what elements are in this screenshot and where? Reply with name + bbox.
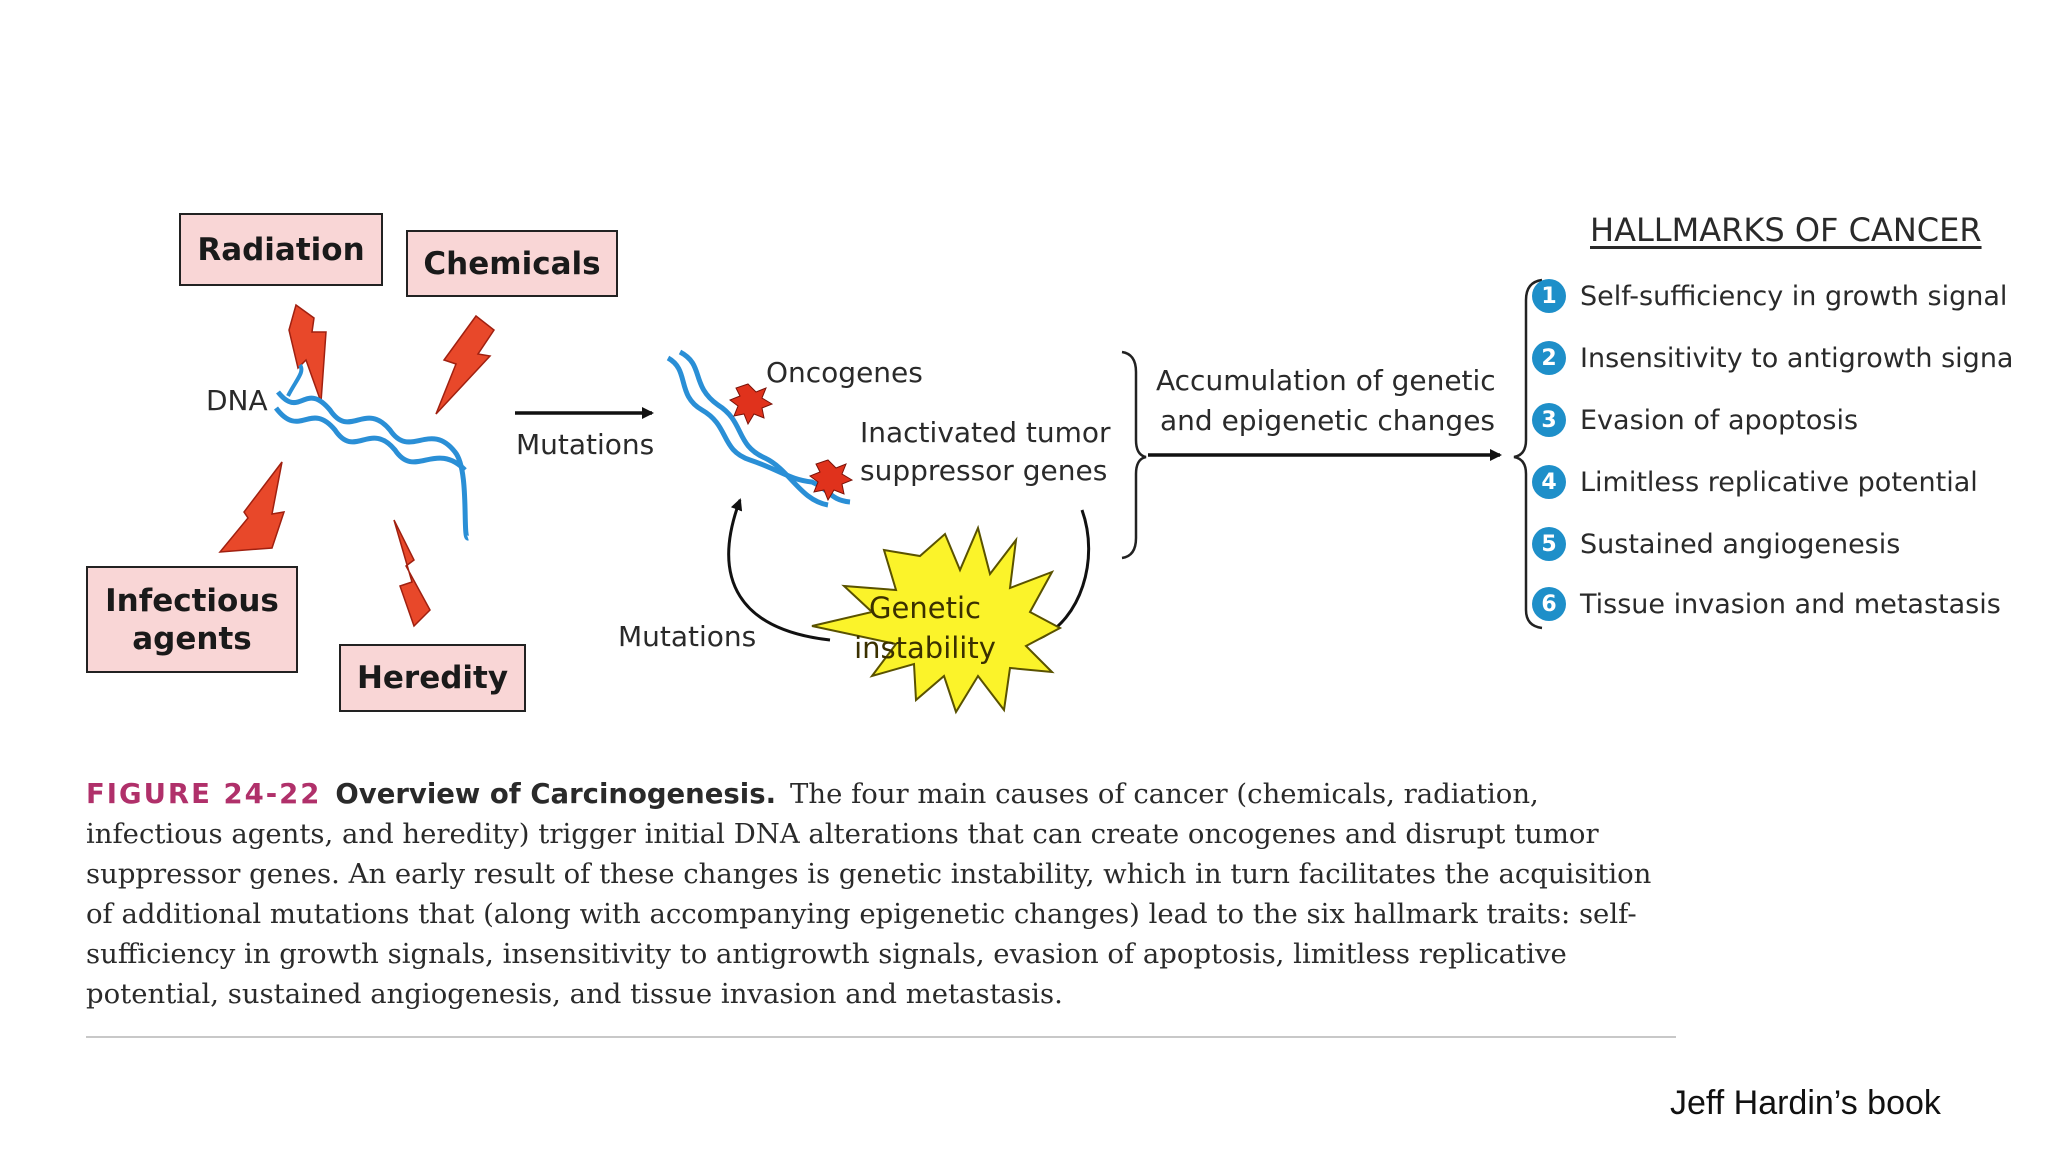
number-6-icon: 6 — [1532, 587, 1566, 621]
number-4-icon: 4 — [1532, 465, 1566, 499]
figure-caption: FIGURE 24-22 Overview of Carcinogenesis.T… — [86, 774, 1676, 1014]
mutations-label-bottom: Mutations — [618, 620, 757, 653]
number-1-icon: 1 — [1532, 279, 1566, 313]
radiation-label: Radiation — [197, 231, 365, 268]
hallmark-text: Limitless replicative potential — [1580, 466, 1978, 498]
chemicals-label: Chemicals — [423, 245, 601, 282]
heredity-label: Heredity — [356, 660, 509, 696]
accumulation-label-line2: and epigenetic changes — [1160, 404, 1496, 437]
hallmark-text: Self-sufficiency in growth signal — [1580, 280, 2008, 312]
tumor-suppressor-mutation-spot — [808, 459, 854, 502]
genetic-instability-label: Genetic instability — [854, 591, 996, 665]
hallmark-item: 6 Tissue invasion and metastasis — [1532, 582, 2001, 622]
hallmarks-title: HALLMARKS OF CANCER — [1590, 211, 1982, 249]
caption-divider — [86, 1036, 1676, 1038]
figure-title: Overview of Carcinogenesis. — [335, 778, 777, 810]
feedback-mutations-arrow — [727, 498, 831, 642]
caption-text: The four main causes of cancer (chemical… — [86, 778, 1652, 1010]
hallmark-text: Evasion of apoptosis — [1580, 404, 1859, 436]
accumulation-brace — [1121, 350, 1147, 560]
hallmark-text: Insensitivity to antigrowth signa — [1580, 342, 2012, 374]
genetic-instability-burst — [811, 524, 1063, 715]
infectious-agents-box: Infectious agents — [86, 566, 298, 673]
figure-number: FIGURE 24-22 — [86, 778, 322, 810]
oncogenes-label: Oncogenes — [766, 356, 923, 389]
hallmark-text: Tissue invasion and metastasis — [1580, 588, 2001, 620]
accumulation-label-line1: Accumulation of genetic — [1156, 364, 1496, 397]
radiation-box: Radiation — [179, 213, 383, 286]
hallmarks-list: 1 Self-sufficiency in growth signal 2 In… — [1532, 272, 2012, 622]
chemicals-lightning-bolt — [435, 314, 496, 415]
oncogene-mutation-spot — [728, 383, 774, 426]
dna-label: DNA — [206, 384, 268, 417]
hallmark-item: 4 Limitless replicative potential — [1532, 460, 1978, 504]
number-5-icon: 5 — [1532, 527, 1566, 561]
mutations-label-top: Mutations — [516, 428, 655, 461]
hallmark-item: 2 Insensitivity to antigrowth signa — [1532, 336, 2012, 380]
number-3-icon: 3 — [1532, 403, 1566, 437]
hallmark-item: 5 Sustained angiogenesis — [1532, 522, 1900, 566]
dna-double-helix — [274, 363, 471, 541]
number-2-icon: 2 — [1532, 341, 1566, 375]
infectious-lightning-bolt — [218, 461, 286, 553]
suppressor-genes-label: suppressor genes — [860, 454, 1108, 487]
chemicals-box: Chemicals — [406, 230, 618, 297]
hallmark-item: 3 Evasion of apoptosis — [1532, 398, 1858, 442]
heredity-lightning-bolt — [393, 519, 431, 628]
hallmark-text: Sustained angiogenesis — [1580, 528, 1901, 560]
heredity-box: Heredity — [339, 644, 526, 712]
hallmark-item: 1 Self-sufficiency in growth signal — [1532, 274, 2007, 318]
source-credit: Jeff Hardin’s book — [1670, 1084, 1941, 1122]
hallmarks-brace — [1513, 278, 1543, 630]
infectious-agents-label: Infectious agents — [105, 582, 279, 657]
inactivated-tumor-label: Inactivated tumor — [860, 416, 1111, 449]
